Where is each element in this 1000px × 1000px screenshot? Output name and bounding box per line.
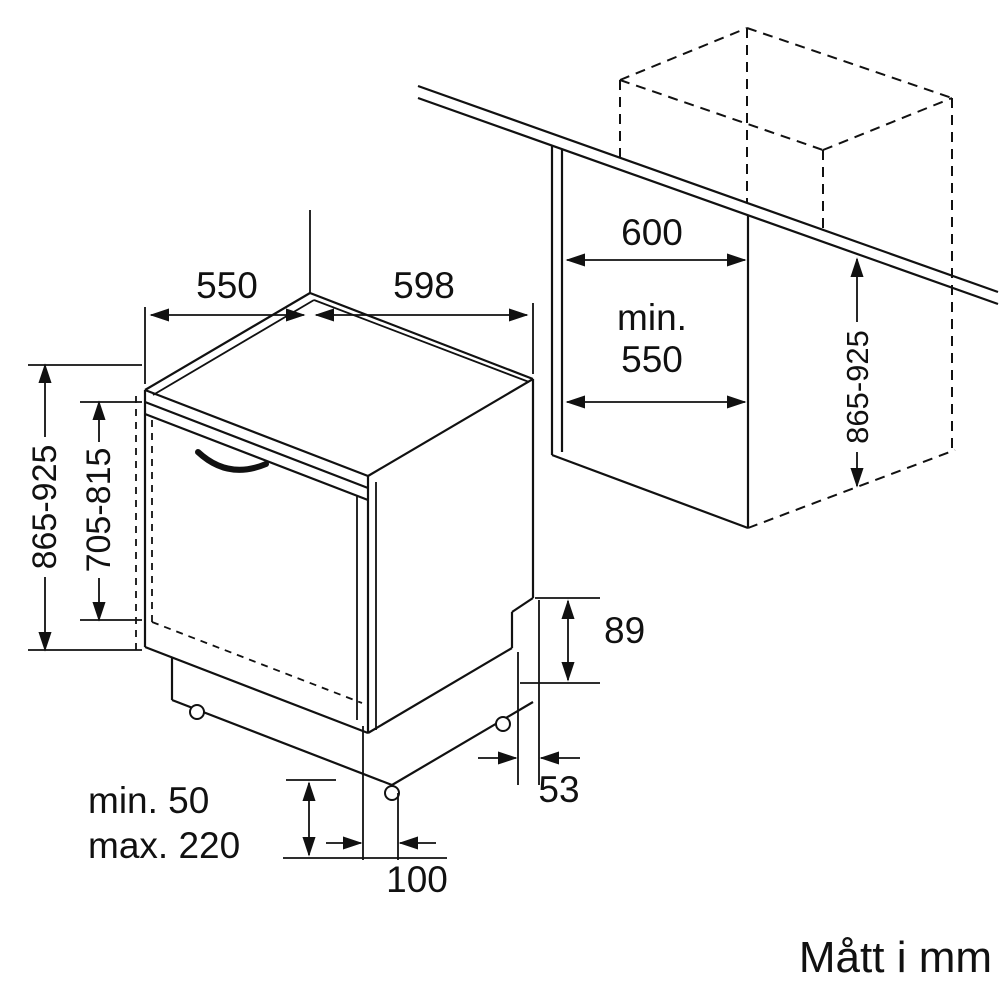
- dim-niche-height: 865-925: [840, 257, 875, 488]
- adjustable-foot: [189, 704, 205, 720]
- dim-side-clearance-label: 53: [538, 769, 579, 810]
- dim-overall-height-label: 865-925: [26, 445, 64, 570]
- dim-foot-inset-label: 100: [386, 859, 448, 900]
- dim-niche-depth-label-550: 550: [621, 339, 683, 380]
- dim-niche-depth-min550: min. 550: [565, 297, 747, 409]
- dim-top-depth-550: 550: [144, 210, 311, 384]
- dim-niche-height-label: 865-925: [840, 330, 875, 444]
- dim-overall-height: 865-925: [26, 363, 142, 652]
- dim-front-panel-height-label: 705-815: [80, 448, 118, 573]
- dishwasher-body: [135, 291, 535, 801]
- dim-plinth-recess-label: 89: [604, 610, 645, 651]
- tall-cabinet-dashed-outline: [619, 27, 953, 448]
- dim-top-width-label: 598: [393, 265, 455, 306]
- dim-top-depth-label: 550: [196, 265, 258, 306]
- dim-plinth-recess-89: 89: [520, 597, 645, 684]
- dim-niche-width-600: 600: [565, 212, 747, 267]
- units-note: Mått i mm: [799, 933, 992, 982]
- dim-side-clearance-53: 53: [478, 600, 580, 810]
- dim-top-width-598: 598: [314, 265, 534, 374]
- dim-adjust-min-label: min. 50: [88, 780, 209, 821]
- dim-adjust-max-label: max. 220: [88, 825, 240, 866]
- dim-foot-inset-100: 100: [326, 726, 448, 900]
- dim-front-panel-height: 705-815: [80, 400, 142, 622]
- dim-niche-depth-label-min: min.: [617, 297, 687, 338]
- dim-niche-width-label: 600: [621, 212, 683, 253]
- adjustable-foot: [384, 785, 400, 801]
- door-handle: [195, 449, 269, 473]
- countertop: [417, 84, 999, 306]
- adjustable-foot: [495, 716, 511, 732]
- niche-walls: [550, 146, 956, 530]
- dim-adjust-range: min. 50 max. 220: [88, 779, 447, 866]
